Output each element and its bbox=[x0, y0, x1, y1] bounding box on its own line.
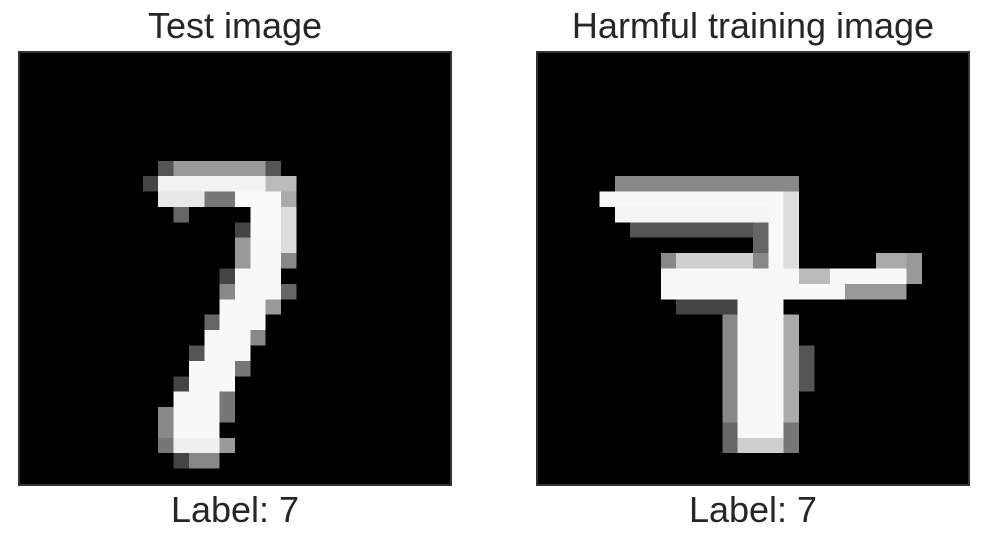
harmful-training-image-frame bbox=[536, 51, 970, 486]
harmful-training-image-digit bbox=[538, 53, 968, 484]
harmful-training-image-title: Harmful training image bbox=[571, 5, 935, 46]
harmful-training-image-label: Label: 7 bbox=[688, 489, 818, 530]
harmful-training-image-panel: Harmful training image bbox=[536, 0, 970, 554]
test-image-title: Test image bbox=[147, 5, 323, 46]
test-image-frame bbox=[18, 51, 452, 486]
test-image-label: Label: 7 bbox=[170, 489, 300, 530]
test-image-panel: Test image bbox=[18, 0, 452, 554]
test-image-digit bbox=[20, 53, 450, 484]
